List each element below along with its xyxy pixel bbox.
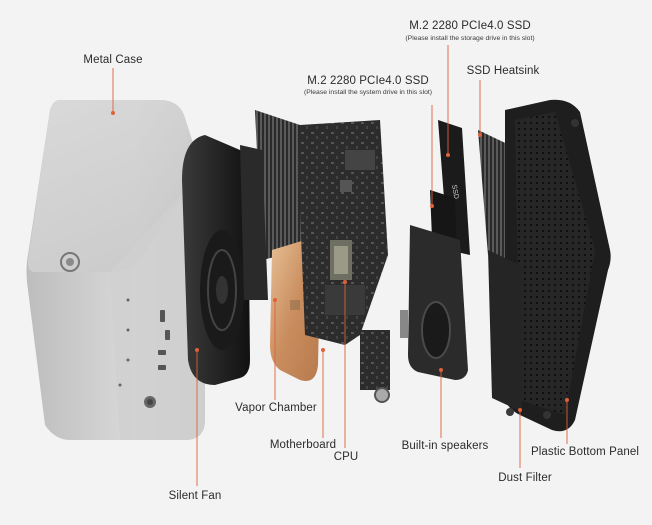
svg-text:SSD: SSD: [450, 184, 459, 199]
metal-case: [26, 100, 205, 440]
label-ssd-storage-title: M.2 2280 PCIe4.0 SSD: [409, 20, 531, 32]
label-silent-fan: Silent Fan: [168, 490, 222, 502]
label-cpu: CPU: [333, 451, 359, 463]
label-metal-case: Metal Case: [83, 54, 143, 66]
leader-lines: [111, 45, 569, 486]
label-ssd-system-note: (Please install the system drive in this…: [303, 89, 433, 96]
label-ssd-heatsink: SSD Heatsink: [466, 65, 540, 77]
label-ssd-system-title: M.2 2280 PCIe4.0 SSD: [307, 75, 429, 87]
logo-icon: [60, 252, 80, 272]
label-ssd-storage-note: (Please install the storage drive in thi…: [405, 35, 535, 42]
label-plastic-bottom-panel: Plastic Bottom Panel: [530, 446, 640, 458]
label-dust-filter: Dust Filter: [498, 472, 552, 484]
built-in-speakers: [408, 225, 468, 380]
label-motherboard: Motherboard: [269, 439, 337, 451]
dust-filter: [488, 250, 522, 416]
plastic-bottom-panel: [505, 99, 611, 432]
motherboard: [298, 120, 408, 403]
heatsink-fins: [240, 110, 305, 300]
label-vapor-chamber: Vapor Chamber: [235, 402, 317, 414]
power-button: [374, 387, 390, 403]
silent-fan: [182, 135, 250, 385]
label-built-in-speakers: Built-in speakers: [401, 440, 489, 452]
